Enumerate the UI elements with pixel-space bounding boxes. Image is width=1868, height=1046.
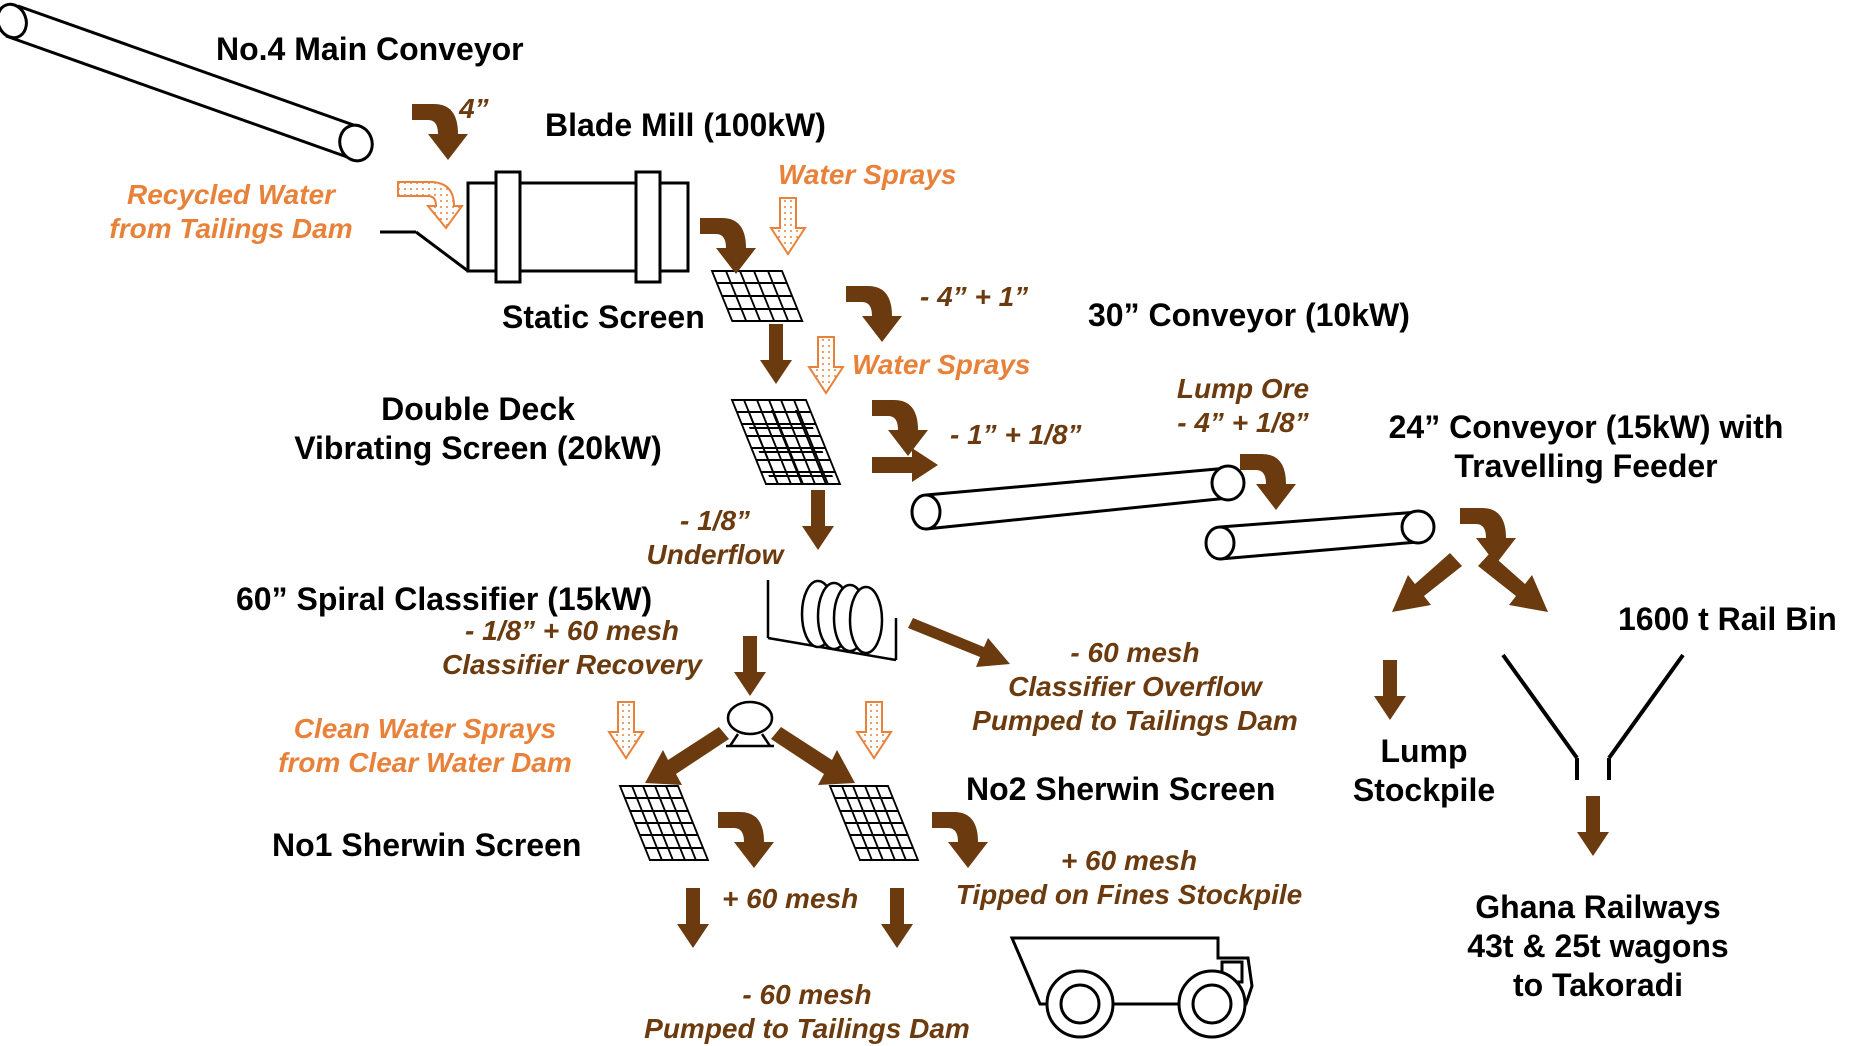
conveyor-30-belt: [910, 464, 1246, 531]
sherwin-2-down-arrow: [881, 888, 913, 948]
recycled-water-label: Recycled Water from Tailings Dam: [109, 179, 353, 245]
size-label-minus4-plus1: - 4” + 1”: [920, 281, 1029, 312]
blade-mill-drum: [380, 170, 690, 284]
classifier-recovery-label: - 1/8” + 60 mesh Classifier Recovery: [442, 615, 702, 681]
oversize-arrow-1: [846, 286, 902, 342]
rail-bin-down-arrow: [1577, 796, 1609, 856]
oversize-arrow-2: [872, 400, 928, 456]
static-screen-label: Static Screen: [502, 299, 705, 335]
sherwin-screen-1-grid: [618, 785, 710, 861]
rail-bin-label: 1600 t Rail Bin: [1618, 601, 1837, 637]
to-rail-bin-arrow: [1478, 553, 1548, 612]
railways-label: Ghana Railways 43t & 25t wagons to Takor…: [1467, 889, 1729, 1004]
screen-underflow-arrow: [760, 324, 792, 384]
vibrating-screen-label: Double Deck Vibrating Screen (20kW): [294, 391, 662, 467]
rail-bin-hopper: [1501, 653, 1685, 780]
classifier-overflow-label: - 60 mesh Classifier Overflow Pumped to …: [972, 637, 1298, 737]
water-sprays-label-2: Water Sprays: [852, 349, 1031, 380]
water-sprays-label-1: Water Sprays: [778, 159, 957, 190]
size-label-minus4: - 4”: [442, 93, 489, 124]
fines-stockpile-label: + 60 mesh Tipped on Fines Stockpile: [955, 845, 1303, 911]
lump-ore-arrow: [872, 448, 938, 482]
blade-mill-label: Blade Mill (100kW): [545, 107, 826, 143]
haul-truck: [1009, 936, 1254, 1039]
vibrating-underflow-arrow: [802, 490, 834, 550]
underflow-label: - 1/8” Underflow: [646, 505, 784, 571]
plus60-label: + 60 mesh: [722, 883, 859, 914]
clean-water-arrow-1: [608, 701, 644, 759]
spiral-classifier-unit: [766, 579, 898, 662]
conveyor-24-label: 24” Conveyor (15kW) with Travelling Feed…: [1388, 409, 1784, 485]
size-label-minus1-plus18: - 1” + 1/8”: [950, 419, 1082, 450]
water-spray-arrow-1: [770, 197, 806, 255]
clean-water-arrow-2: [856, 701, 892, 759]
to-sherwin-1-arrow: [645, 727, 729, 785]
sherwin-1-label: No1 Sherwin Screen: [272, 827, 582, 863]
stockpile-down-arrow: [1374, 660, 1406, 720]
overflow-arrow: [908, 618, 1010, 667]
main-conveyor-belt: [0, 2, 374, 163]
sherwin-2-label: No2 Sherwin Screen: [966, 771, 1276, 807]
transfer-arrow: [1240, 454, 1296, 510]
recycled-water-arrow: [397, 181, 464, 230]
to-sherwin-2-arrow: [771, 727, 855, 785]
spiral-classifier-label: 60” Spiral Classifier (15kW): [236, 581, 653, 617]
sherwin-1-oversize-arrow: [718, 812, 774, 868]
clean-water-label: Clean Water Sprays from Clear Water Dam: [278, 713, 572, 779]
conveyor-30-label: 30” Conveyor (10kW): [1088, 297, 1410, 333]
pump: [726, 700, 774, 748]
water-spray-arrow-2: [808, 336, 844, 394]
tailings-label: - 60 mesh Pumped to Tailings Dam: [644, 979, 970, 1045]
sherwin-screen-2-grid: [828, 785, 920, 861]
conveyor-24-belt: [1204, 509, 1436, 561]
main-conveyor-label: No.4 Main Conveyor: [216, 31, 524, 67]
mill-discharge-arrow: [700, 218, 756, 274]
sherwin-1-down-arrow: [677, 888, 709, 948]
recovery-down-arrow: [734, 636, 766, 696]
lump-ore-label: Lump Ore - 4” + 1/8”: [1176, 373, 1310, 439]
lump-stockpile-label: Lump Stockpile: [1352, 733, 1496, 809]
to-stockpile-arrow: [1392, 553, 1462, 612]
static-screen-grid: [710, 270, 804, 322]
